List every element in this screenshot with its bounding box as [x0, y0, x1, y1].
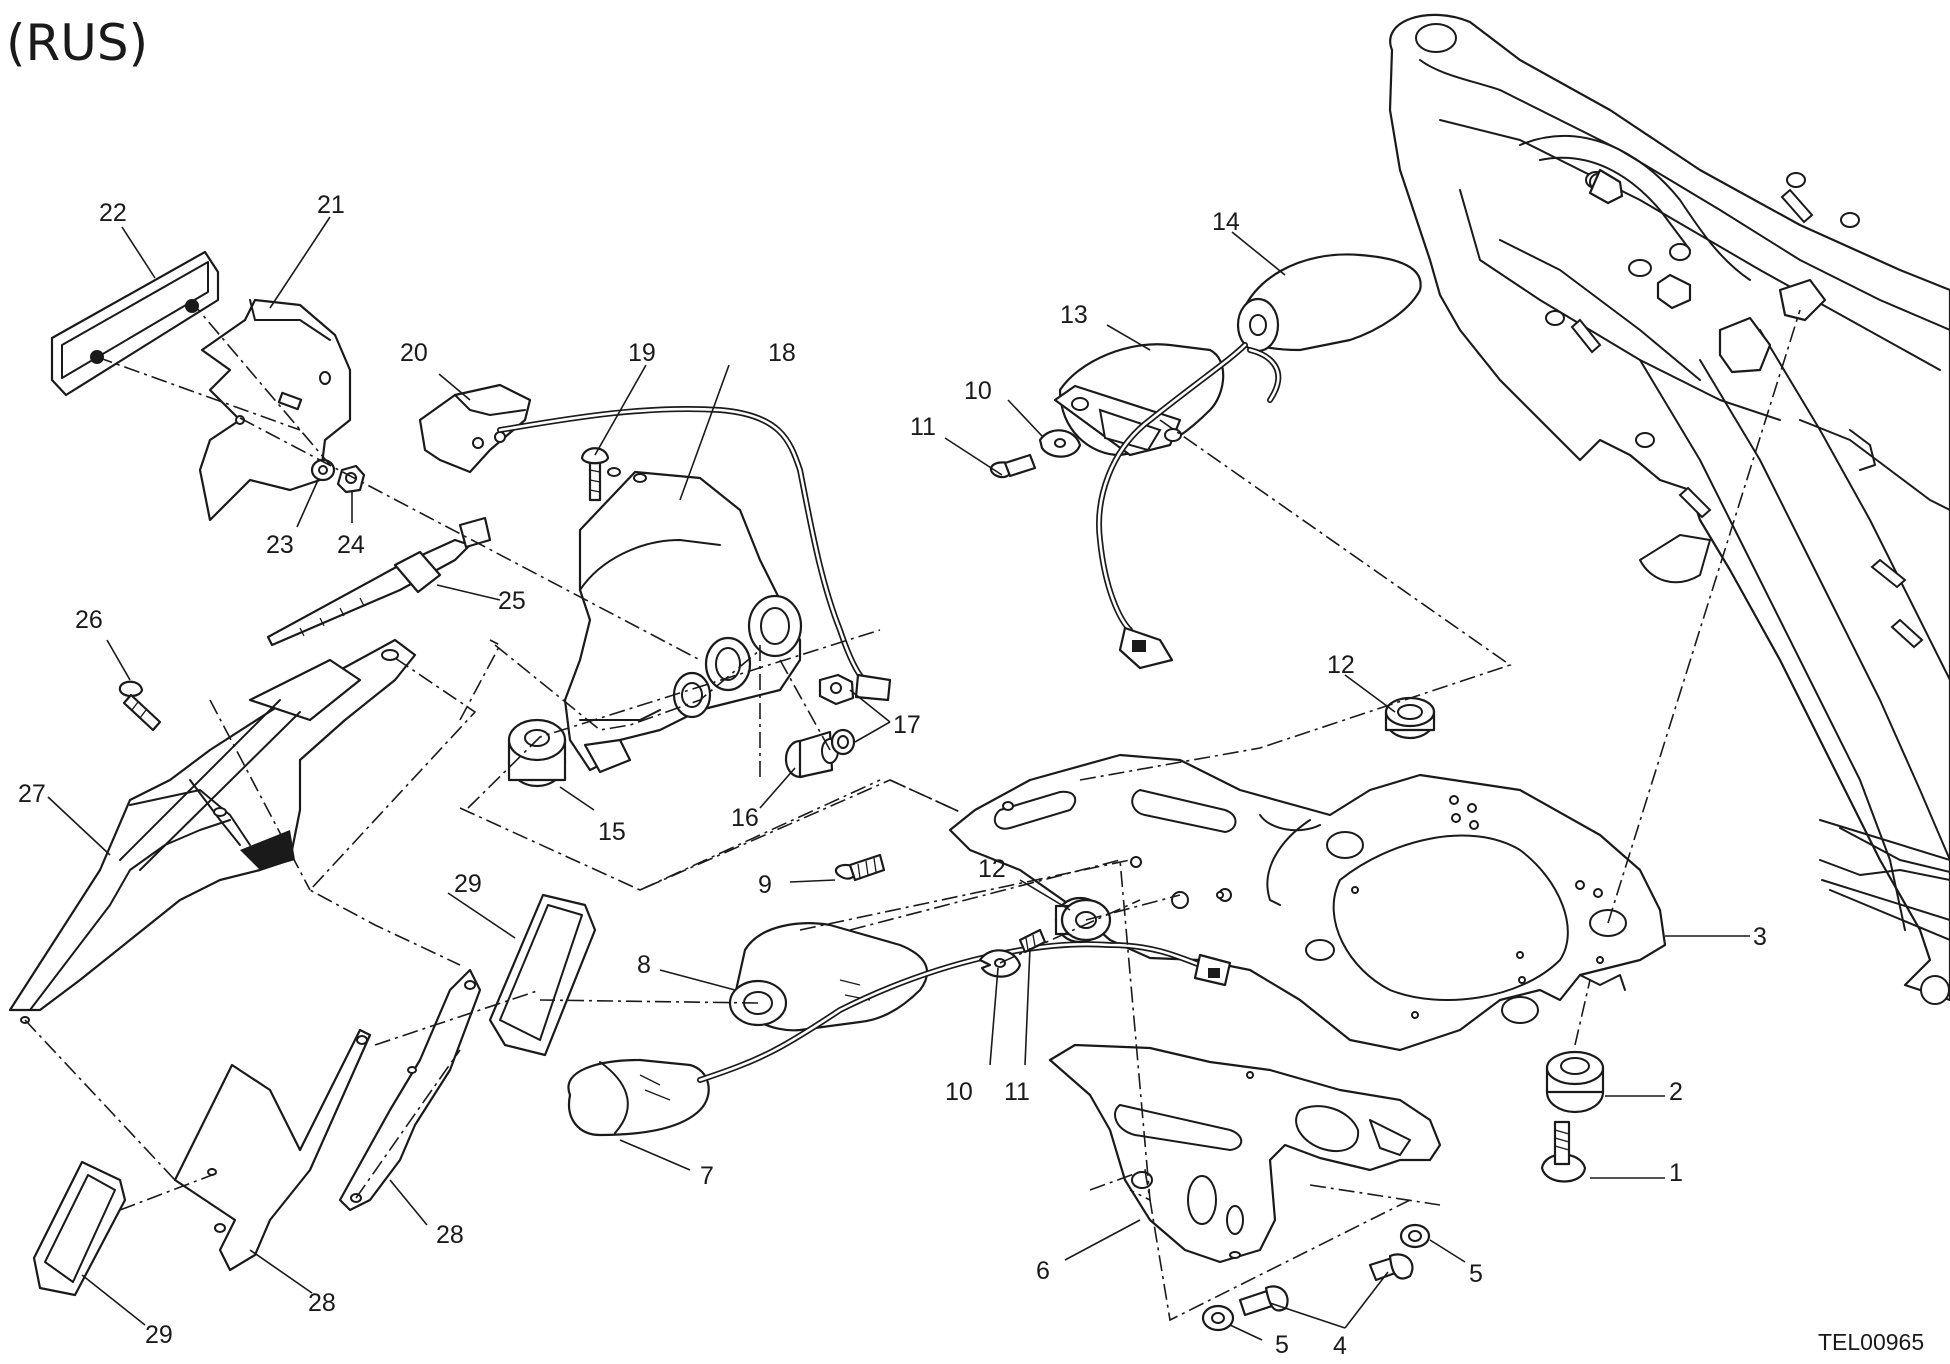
grommet-12-upper [1384, 696, 1436, 740]
callout-25: 25 [498, 587, 526, 615]
callout-8: 8 [637, 951, 651, 979]
assembly-lines [24, 299, 1801, 1322]
nut-24 [336, 464, 366, 494]
callout-10-upper: 10 [964, 377, 992, 405]
callout-24: 24 [337, 531, 365, 559]
drawing-code: TEL00965 [1818, 1329, 1924, 1355]
callout-4: 4 [1333, 1332, 1347, 1360]
callout-5-right: 5 [1469, 1260, 1483, 1288]
callout-17: 17 [893, 711, 921, 739]
callout-18: 18 [768, 339, 796, 367]
screw-19 [580, 447, 610, 502]
reflector-22 [50, 250, 220, 397]
callout-9: 9 [758, 871, 772, 899]
callout-11-lower: 11 [1004, 1078, 1030, 1106]
lower-bracket [1048, 1043, 1442, 1264]
screw-9 [834, 853, 886, 882]
callout-28-right: 28 [436, 1221, 464, 1249]
callout-27: 27 [18, 780, 46, 808]
license-plate-holder-bracket [948, 753, 1667, 1052]
rear-subframe [1388, 13, 1950, 1005]
callout-labels: 1 2 3 4 5 5 6 7 8 9 10 10 11 11 12 12 13… [18, 191, 1767, 1360]
subframe-nut [1588, 168, 1624, 205]
callout-29-upper: 29 [454, 870, 482, 898]
reflector-bracket-21 [198, 298, 352, 522]
callout-10-lower: 10 [945, 1078, 973, 1106]
grommet-15 [507, 718, 567, 788]
diagram-title: (RUS) [6, 14, 148, 72]
rubber-grommet-2 [1545, 1050, 1605, 1114]
subframe-clip [1778, 278, 1827, 322]
callout-26: 26 [75, 606, 103, 634]
turn-indicator-7 [567, 1058, 710, 1137]
callout-20: 20 [400, 339, 428, 367]
support-plate-28-left [173, 1028, 372, 1272]
callout-23: 23 [266, 531, 294, 559]
washer-5-lower [1201, 1304, 1235, 1332]
clip-10-upper [1038, 429, 1082, 458]
screw-11-left [1018, 928, 1047, 954]
screw-26 [118, 680, 162, 732]
callout-12-center: 12 [978, 855, 1006, 883]
light-cable-18 [497, 406, 892, 702]
callout-15: 15 [598, 818, 626, 846]
callout-22: 22 [99, 199, 127, 227]
number-plate-light-holder-18 [563, 467, 803, 774]
callout-7: 7 [700, 1162, 714, 1190]
screw-4-upper [1368, 1253, 1414, 1282]
washer-23 [310, 458, 336, 482]
subframe-bracket [1718, 316, 1772, 374]
callout-29-lower: 29 [145, 1321, 173, 1349]
callout-12-upper: 12 [1327, 651, 1355, 679]
indicator-housing-13 [1053, 343, 1225, 457]
callout-21: 21 [317, 191, 345, 219]
indicator-cable [697, 941, 1232, 1083]
callout-14: 14 [1212, 208, 1240, 236]
nut-17-upper [818, 673, 855, 706]
washer-5-upper [1399, 1223, 1431, 1249]
grommet-12-center [1054, 896, 1112, 944]
reflector-29-upper [488, 893, 597, 1057]
callout-19: 19 [628, 339, 656, 367]
callout-16: 16 [731, 804, 759, 832]
callout-5-left: 5 [1275, 1331, 1289, 1359]
screw-4-lower [1238, 1285, 1289, 1317]
callout-1: 1 [1669, 1159, 1683, 1187]
callout-13: 13 [1060, 301, 1088, 329]
callout-3: 3 [1753, 923, 1767, 951]
indicator-cable-upper [1096, 342, 1282, 670]
subframe-nut-2 [1656, 273, 1692, 310]
clip-10-left [978, 949, 1022, 978]
callout-11-upper: 11 [910, 413, 936, 441]
stud-bolt [277, 391, 303, 411]
callout-6: 6 [1036, 1257, 1050, 1285]
cable-tie-25 [266, 516, 492, 647]
screw-11-upper [989, 453, 1037, 479]
spacer-16 [784, 730, 839, 779]
bolt-1 [1540, 1120, 1587, 1183]
callout-2: 2 [1669, 1078, 1683, 1106]
leader-lines [47, 216, 1750, 1341]
turn-indicator-14 [1236, 253, 1422, 353]
callout-28-left: 28 [308, 1289, 336, 1317]
reflector-29-lower [32, 1160, 127, 1297]
nut-17-lower [830, 728, 856, 756]
license-plate-holder-27 [8, 638, 417, 1024]
support-plate-28-right [338, 968, 482, 1212]
